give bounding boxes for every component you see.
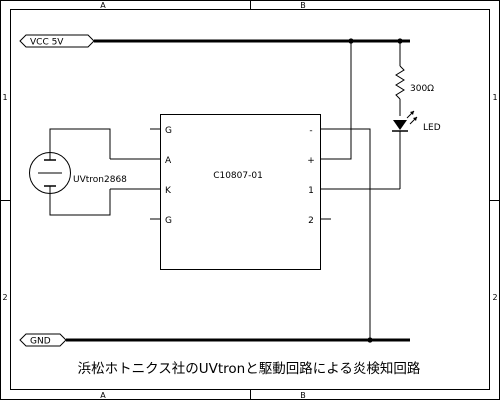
pin-k: K [165, 186, 172, 196]
pin-minus: - [309, 126, 312, 136]
gnd-label: GND [30, 337, 51, 347]
zone-row-1-right: 1 [492, 93, 497, 102]
led-label: LED [423, 123, 441, 133]
module-right-pin-stubs [320, 128, 331, 220]
led [392, 110, 418, 189]
pin-g1: G [165, 126, 172, 136]
resistor [395, 41, 405, 116]
zone-col-b-top: B [300, 1, 306, 10]
zone-row-2-left: 2 [2, 293, 7, 302]
pin-g2: G [165, 216, 172, 226]
pin-a: A [165, 156, 172, 166]
wire-sensor-cathode [49, 189, 111, 216]
wire-sensor-anode [49, 128, 111, 159]
uvtron-sensor [29, 152, 71, 194]
vcc-label: VCC 5V [30, 38, 64, 48]
uvtron-label: UVtron2868 [73, 175, 127, 185]
module-body [160, 114, 321, 270]
resistor-value: 300Ω [410, 84, 434, 94]
diagram-title: 浜松ホトニクス社のUVtronと駆動回路による炎検知回路 [78, 360, 421, 377]
wire-minus-gnd [331, 128, 371, 340]
wire-plus-vcc [331, 41, 352, 160]
zone-row-2-right: 2 [492, 293, 497, 302]
pin-2: 2 [308, 216, 314, 226]
zone-col-b-bottom: B [300, 391, 306, 400]
module-left-pin-stubs [150, 128, 160, 220]
module-name: C10807-01 [213, 171, 263, 181]
pin-1: 1 [308, 186, 314, 196]
zone-col-a-bottom: A [100, 391, 106, 400]
zone-row-1-left: 1 [2, 93, 7, 102]
zone-col-a-top: A [100, 1, 106, 10]
pin-plus: + [307, 156, 315, 166]
